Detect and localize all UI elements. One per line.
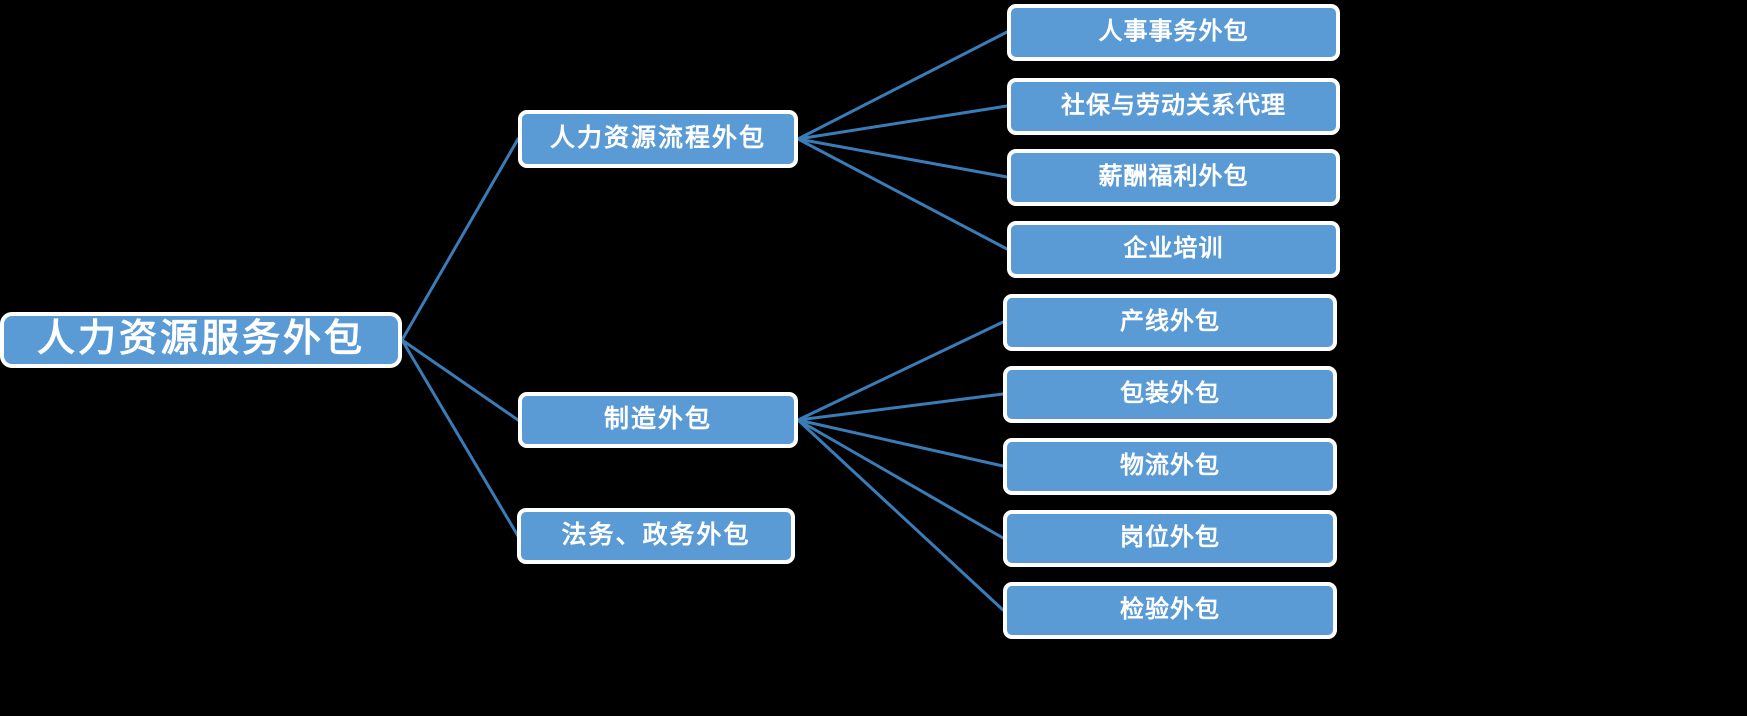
edge-mfg-to-position <box>796 418 1005 540</box>
leaf-node-compensation-benefits[interactable]: 薪酬福利外包 <box>1007 149 1340 206</box>
leaf-node-enterprise-training[interactable]: 企业培训 <box>1007 221 1340 278</box>
edge-root-to-hr-process <box>400 137 520 342</box>
edge-hrp-to-compensation <box>796 137 1009 179</box>
edge-hrp-to-training <box>796 137 1009 251</box>
leaf-node-production-line[interactable]: 产线外包 <box>1003 294 1337 351</box>
edge-mfg-to-production-line <box>796 320 1005 422</box>
branch-node-hr-process[interactable]: 人力资源流程外包 <box>518 110 798 168</box>
leaf-node-packaging[interactable]: 包装外包 <box>1003 366 1337 423</box>
leaf-node-logistics[interactable]: 物流外包 <box>1003 438 1337 495</box>
edge-hrp-to-personnel <box>796 30 1009 141</box>
edge-root-to-legal <box>400 338 520 538</box>
branch-node-legal-government[interactable]: 法务、政务外包 <box>517 508 795 564</box>
edge-root-to-manufacturing <box>400 338 520 422</box>
edge-mfg-to-logistics <box>796 418 1005 468</box>
leaf-node-personnel-affairs[interactable]: 人事事务外包 <box>1007 4 1340 61</box>
branch-node-manufacturing[interactable]: 制造外包 <box>518 392 798 448</box>
leaf-node-position[interactable]: 岗位外包 <box>1003 510 1337 567</box>
root-node[interactable]: 人力资源服务外包 <box>0 312 402 368</box>
leaf-node-social-insurance-labor[interactable]: 社保与劳动关系代理 <box>1007 78 1340 135</box>
edge-mfg-to-inspection <box>796 418 1005 612</box>
edge-mfg-to-packaging <box>796 392 1005 422</box>
edge-hrp-to-social-insurance <box>796 104 1009 141</box>
leaf-node-inspection[interactable]: 检验外包 <box>1003 582 1337 639</box>
